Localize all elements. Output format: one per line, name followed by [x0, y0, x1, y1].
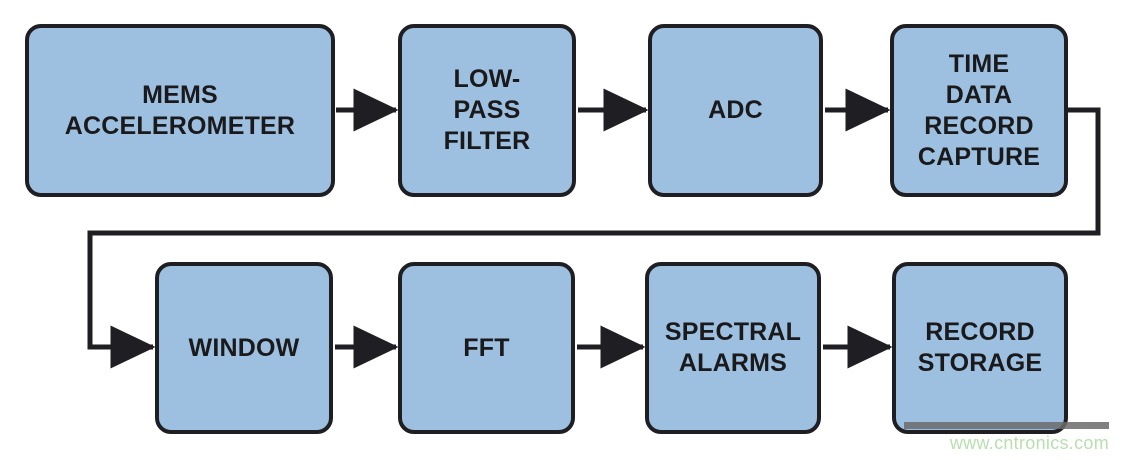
block-label-window: WINDOW: [188, 333, 300, 362]
block-record-storage[interactable]: RECORD STORAGE: [892, 262, 1068, 434]
block-label-low-pass-filter: LOW- PASS FILTER: [443, 65, 531, 155]
block-label-mems-accelerometer: MEMS ACCELEROMETER: [64, 80, 296, 140]
block-label-time-data-record-capture: TIME DATA RECORD CAPTURE: [917, 49, 1041, 171]
block-low-pass-filter[interactable]: LOW- PASS FILTER: [398, 24, 576, 197]
block-window[interactable]: WINDOW: [155, 262, 333, 434]
block-label-fft: FFT: [463, 333, 510, 362]
block-adc[interactable]: ADC: [648, 24, 823, 197]
block-label-spectral-alarms: SPECTRAL ALARMS: [664, 318, 802, 377]
block-label-record-storage: RECORD STORAGE: [917, 318, 1043, 377]
connector-capture-to-window: [87, 107, 1101, 369]
watermark-bar: [904, 422, 1109, 429]
block-fft[interactable]: FFT: [398, 262, 575, 434]
watermark-text: www.cntronics.com: [949, 433, 1109, 453]
block-spectral-alarms[interactable]: SPECTRAL ALARMS: [645, 262, 821, 434]
block-label-adc: ADC: [708, 96, 763, 124]
block-mems-accelerometer[interactable]: MEMS ACCELEROMETER: [25, 24, 335, 197]
block-time-data-record-capture[interactable]: TIME DATA RECORD CAPTURE: [890, 24, 1068, 197]
